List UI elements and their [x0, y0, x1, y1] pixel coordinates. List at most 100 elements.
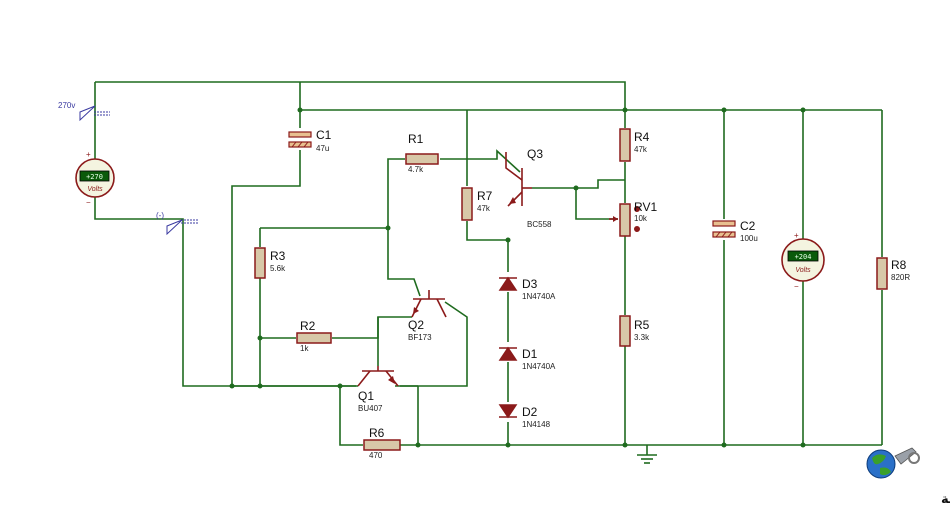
resistor-r8[interactable]: R8 820R	[876, 257, 910, 290]
zener-diode-d3[interactable]: D3 1N4740A	[498, 276, 556, 301]
component-label: R1	[408, 132, 424, 146]
junction-node	[505, 442, 511, 448]
resistor-r6[interactable]: R6 470	[363, 426, 401, 460]
junction-node	[257, 335, 263, 341]
junction-node	[721, 442, 727, 448]
voltmeter-unit: Volts	[795, 267, 811, 274]
wiper-arrow-icon	[613, 216, 618, 222]
component-value: 100u	[740, 234, 758, 243]
resistor-r2[interactable]: R2 1k	[296, 319, 332, 353]
junction-node	[415, 442, 421, 448]
resistor-body	[619, 128, 631, 162]
component-value: 1N4740A	[522, 362, 556, 371]
junction-node	[337, 383, 343, 389]
junction-node	[297, 107, 303, 113]
component-label: Q1	[358, 389, 374, 403]
resistor-body	[619, 315, 631, 347]
component-label: R3	[270, 249, 286, 263]
plus-sign: +	[86, 150, 91, 159]
component-label: R2	[300, 319, 316, 333]
component-label: Q3	[527, 147, 543, 161]
input-voltmeter[interactable]: +270 Volts + −	[75, 150, 115, 207]
junction-node	[622, 442, 628, 448]
component-label: D2	[522, 405, 538, 419]
emitter-arrow-icon	[413, 307, 419, 314]
component-label: RV1	[634, 200, 657, 214]
component-label: R7	[477, 189, 493, 203]
minus-sign: −	[86, 198, 91, 207]
component-value: 47u	[316, 144, 329, 153]
voltmeter-display	[79, 170, 110, 182]
zener-diode-d1[interactable]: D1 1N4740A	[498, 346, 556, 371]
resistor-body	[363, 439, 401, 451]
emitter-arrow-icon	[509, 197, 516, 204]
resistor-r1[interactable]: R1 4.7k	[405, 132, 439, 174]
probe-top: 270v	[58, 101, 110, 122]
capacitor-plate	[712, 220, 736, 227]
component-value: 470	[369, 451, 383, 460]
capacitor-plate	[288, 131, 312, 138]
voltmeter-reading: +270	[86, 173, 103, 181]
potentiometer-body	[619, 203, 631, 237]
component-value: 1N4148	[522, 420, 551, 429]
emitter-arrow-icon	[388, 376, 395, 384]
pot-pin	[634, 206, 640, 212]
wrench-icon	[894, 447, 917, 465]
resistor-body	[254, 247, 266, 279]
transistor-q3[interactable]: Q3 BC558	[505, 147, 552, 229]
component-value: 1k	[300, 344, 309, 353]
junction-node	[622, 107, 628, 113]
junction-node	[573, 185, 579, 191]
ground-symbol	[637, 454, 657, 464]
capacitor-c2[interactable]: C2 100u	[712, 219, 758, 243]
junction-node	[385, 225, 391, 231]
diode-triangle	[498, 346, 518, 361]
junction-node	[257, 383, 263, 389]
output-voltmeter[interactable]: +204 Volts + −	[781, 231, 825, 291]
junction-node	[721, 107, 727, 113]
resistor-body	[296, 332, 332, 344]
junction-node	[800, 442, 806, 448]
component-value: 47k	[634, 145, 648, 154]
resistor-r5[interactable]: R5 3.3k	[619, 315, 650, 347]
component-value: 5.6k	[270, 264, 286, 273]
site-logo: القرية الالكترونية	[866, 447, 950, 507]
diode-triangle	[498, 404, 518, 419]
junction-node	[800, 107, 806, 113]
probe-bottom: (-)	[156, 211, 198, 236]
component-value: 47k	[477, 204, 491, 213]
junction-node	[505, 237, 511, 243]
voltmeter-unit: Volts	[87, 186, 103, 193]
resistor-body	[405, 153, 439, 165]
resistor-r3[interactable]: R3 5.6k	[254, 247, 286, 279]
potentiometer-rv1[interactable]: RV1 10k	[609, 200, 657, 237]
transistor-q2[interactable]: Q2 BF173	[408, 290, 447, 342]
transistor-q1[interactable]: Q1 BU407	[357, 366, 399, 413]
junction-nodes	[229, 107, 806, 448]
resistor-body	[876, 257, 888, 290]
resistor-r7[interactable]: R7 47k	[461, 187, 493, 221]
pot-pin	[634, 226, 640, 232]
component-value: BU407	[358, 404, 383, 413]
component-value: BF173	[408, 333, 432, 342]
diode-triangle	[498, 276, 518, 291]
component-label: R4	[634, 130, 650, 144]
minus-sign: −	[794, 282, 799, 291]
component-value: 4.7k	[408, 165, 424, 174]
diode-d2[interactable]: D2 1N4148	[498, 404, 551, 429]
voltmeter-display	[787, 250, 819, 262]
component-label: Q2	[408, 318, 424, 332]
gear-icon	[908, 452, 920, 464]
capacitor-c1[interactable]: C1 47u	[288, 128, 332, 153]
component-value: BC558	[527, 220, 552, 229]
component-label: C2	[740, 219, 756, 233]
component-label: C1	[316, 128, 332, 142]
wires	[94, 81, 883, 455]
logo-text: القرية الالكترونية	[941, 492, 950, 507]
plus-sign: +	[794, 231, 799, 240]
component-label: R6	[369, 426, 385, 440]
component-value: 3.3k	[634, 333, 650, 342]
probe-top-label: 270v	[58, 101, 75, 110]
component-value: 820R	[891, 273, 910, 282]
resistor-r4[interactable]: R4 47k	[619, 128, 650, 162]
